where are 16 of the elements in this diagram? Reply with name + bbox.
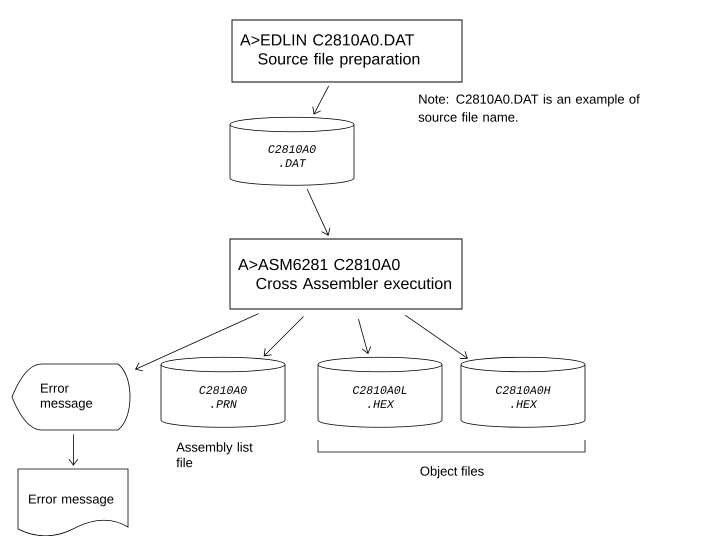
command-box: A>EDLIN C2810A0.DAT Source file preparation (232, 20, 462, 82)
disk-cylinder: C2810A0 .PRN (160, 356, 286, 428)
node-caption: Assembly list file (176, 442, 253, 468)
disk-cylinder: C2810A0L .HEX (318, 356, 442, 428)
disk-cylinder: C2810A0H .HEX (460, 356, 586, 428)
group-label: Object files (420, 466, 484, 478)
arrow (312, 86, 330, 115)
note-text: Note: C2810A0.DAT is an example of source file name. (418, 94, 640, 122)
arrow (134, 313, 259, 372)
disk-cylinder: C2810A0 .DAT (230, 116, 354, 186)
arrow (358, 318, 372, 354)
arrow (404, 314, 468, 359)
command-box: A>ASM6281 C2810A0 Cross Assembler execution (230, 238, 462, 310)
arrow (68, 434, 78, 466)
arrow (306, 188, 330, 236)
arrow (264, 316, 304, 356)
